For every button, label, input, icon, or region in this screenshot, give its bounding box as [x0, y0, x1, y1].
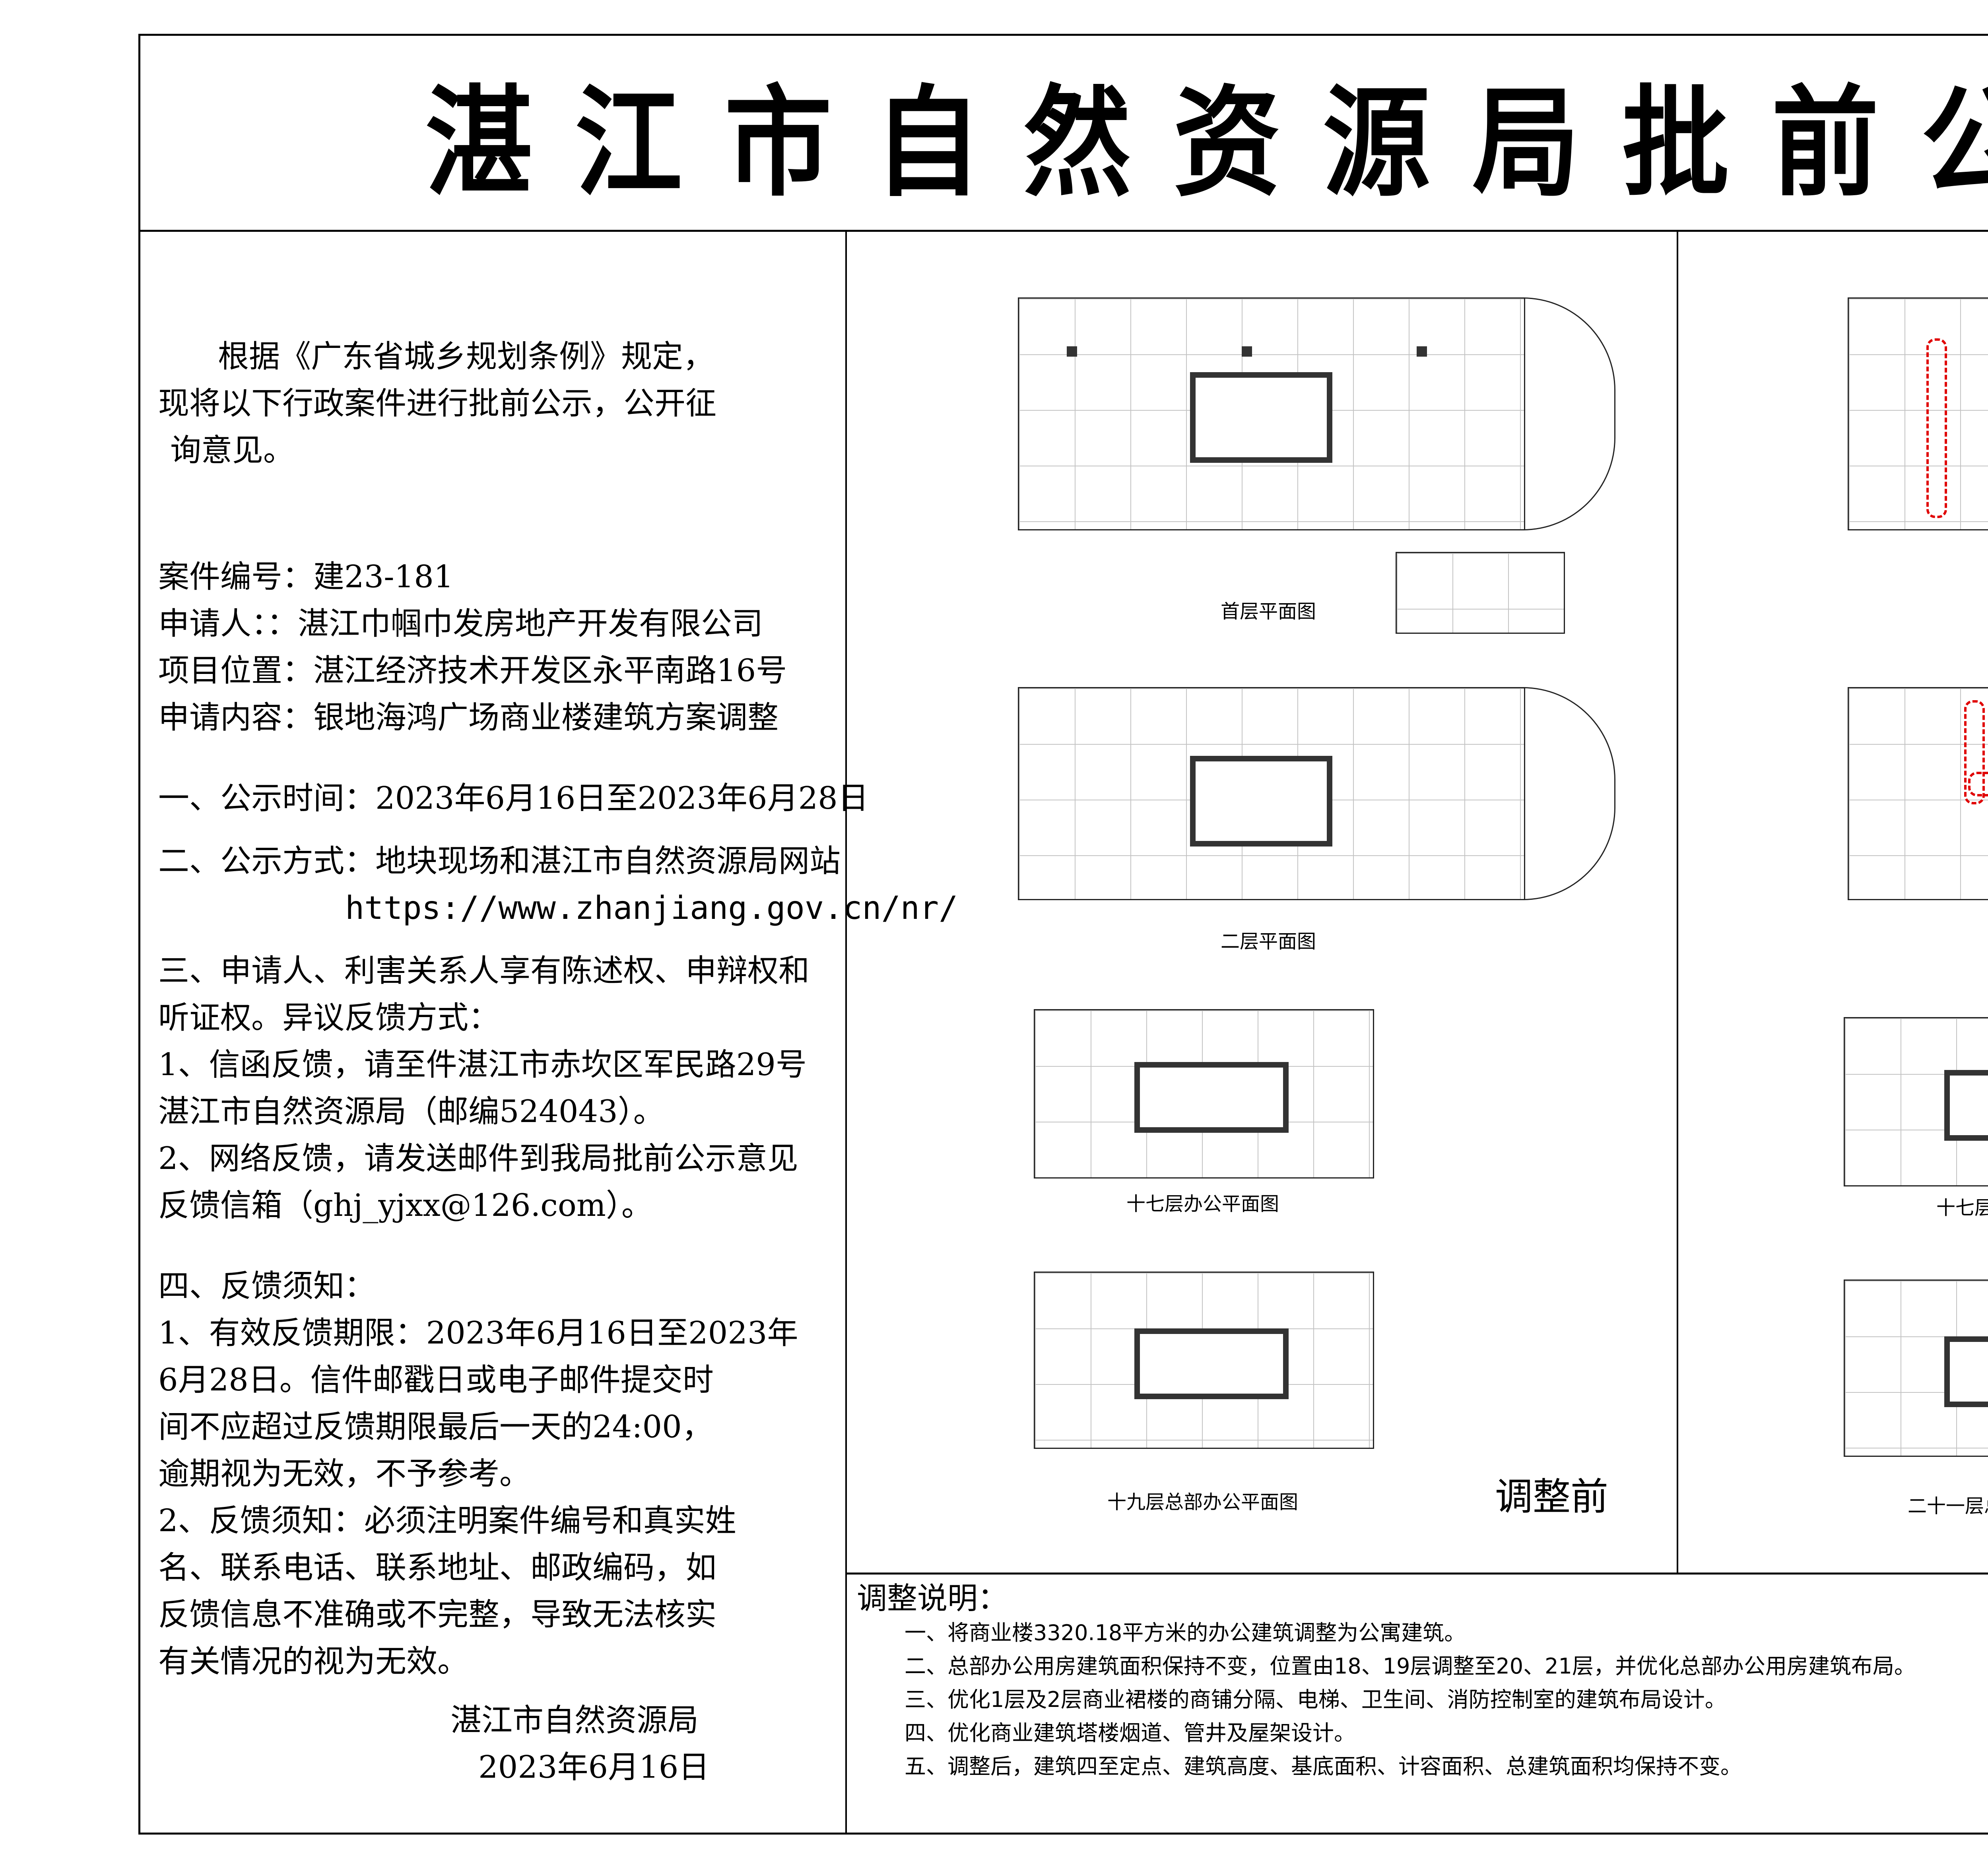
- notice-text-column: 根据《广东省城乡规划条例》规定， 现将以下行政案件进行批前公示，公开征 询意见。…: [140, 230, 958, 1833]
- adjustment-note-item: 五、调整后，建筑四至定点、建筑高度、基底面积、计容面积、总建筑面积均保持不变。: [905, 1754, 1742, 1779]
- floor-plan-17f-apartment: [1844, 1017, 1988, 1186]
- adjustment-note-item: 四、优化商业建筑塔楼烟道、管井及屋架设计。: [905, 1720, 1355, 1745]
- intro-line: 询意见。: [170, 433, 295, 468]
- floor-plan-19f-hq-office: [1034, 1272, 1374, 1449]
- adjustment-notes: 调整说明： 一、将商业楼3320.18平方米的办公建筑调整为公寓建筑。 二、总部…: [847, 1575, 1988, 1833]
- adjustment-note-item: 二、总部办公用房建筑面积保持不变，位置由18、19层调整至20、21层，并优化总…: [905, 1654, 1916, 1679]
- email-feedback-address[interactable]: 反馈信箱（ghj_yjxx@126.com）。: [158, 1188, 652, 1223]
- floor-plan-2f-before: [1018, 687, 1525, 900]
- feedback-period: 6月28日。信件邮戳日或电子邮件提交时: [158, 1362, 714, 1398]
- floor-plan-ground-before: [1018, 297, 1525, 530]
- stage-label-before: 调整前: [1495, 1475, 1609, 1519]
- core-block: [1944, 1070, 1988, 1141]
- feedback-period: 间不应超过反馈期限最后一天的24:00，: [158, 1409, 713, 1445]
- publicity-period: 一、公示时间：2023年6月16日至2023年6月28日: [158, 781, 869, 816]
- plan-label: 首层平面图: [1220, 600, 1316, 623]
- curved-wing: [1523, 687, 1615, 900]
- publicity-method: 二、公示方式：地块现场和湛江市自然资源局网站: [158, 843, 841, 879]
- ramp-plan: [1396, 552, 1565, 634]
- revision-cloud: [1926, 338, 1947, 518]
- rights-statement: 三、申请人、利害关系人享有陈述权、申辩权和: [158, 953, 810, 989]
- feedback-requirements: 2、反馈须知：必须注明案件编号和真实姓: [158, 1503, 736, 1539]
- signature-org: 湛江市自然资源局: [450, 1703, 699, 1738]
- floor-plan-21f-hq-office: [1844, 1279, 1988, 1457]
- email-feedback: 2、网络反馈，请发送邮件到我局批前公示意见: [158, 1141, 798, 1177]
- adjustment-note-item: 一、将商业楼3320.18平方米的办公建筑调整为公寓建筑。: [905, 1620, 1466, 1645]
- core-block: [1944, 1336, 1988, 1407]
- intro-line: 现将以下行政案件进行批前公示，公开征: [158, 386, 717, 421]
- feedback-period: 1、有效反馈期限：2023年6月16日至2023年: [158, 1315, 798, 1351]
- project-location: 项目位置：湛江经济技术开发区永平南路16号: [158, 653, 787, 689]
- title-band: 湛江市自然资源局批前公示: [140, 36, 1988, 232]
- signature-date: 2023年6月16日: [478, 1749, 710, 1785]
- plan-label: 十七层公寓平面图: [1936, 1197, 1988, 1219]
- drawings-comparison: 首层平面图 二层平面图 十七层办公平面图: [847, 230, 1988, 1575]
- adjustment-notes-title: 调整说明：: [857, 1580, 1008, 1616]
- core-block: [1190, 372, 1332, 463]
- floor-plan-2f-after: [1848, 687, 1988, 900]
- floor-plan-17f-office: [1034, 1009, 1374, 1179]
- feedback-notice-title: 四、反馈须知：: [158, 1268, 376, 1304]
- application-content: 申请内容：银地海鸿广场商业楼建筑方案调整: [158, 700, 779, 736]
- mail-feedback: 1、信函反馈，请至件湛江市赤坎区军民路29号: [158, 1047, 807, 1083]
- curved-wing: [1523, 297, 1615, 530]
- plan-label: 十九层总部办公平面图: [1107, 1491, 1299, 1513]
- adjustment-note-item: 三、优化1层及2层商业裙楼的商铺分隔、电梯、卫生间、消防控制室的建筑布局设计。: [905, 1687, 1726, 1712]
- notice-board-frame: 湛江市自然资源局批前公示 根据《广东省城乡规划条例》规定， 现将以下行政案件进行…: [138, 34, 1988, 1835]
- core-block: [1190, 756, 1332, 847]
- mail-feedback: 湛江市自然资源局（邮编524043）。: [158, 1094, 664, 1130]
- plan-label: 二十一层总部办公平面图: [1907, 1495, 1988, 1517]
- core-block: [1134, 1062, 1289, 1133]
- plan-label: 二层平面图: [1220, 930, 1316, 953]
- feedback-requirements: 名、联系电话、联系地址、邮政编码，如: [158, 1550, 717, 1586]
- feedback-requirements: 有关情况的视为无效。: [158, 1644, 469, 1679]
- plan-label: 十七层办公平面图: [1126, 1193, 1279, 1215]
- panel-after-adjustment: 首层平面图 二层平面图 十七层公寓平面图: [1677, 230, 1988, 1573]
- floor-plan-ground-after: [1848, 297, 1988, 530]
- revision-cloud: [1968, 772, 1988, 796]
- page-title: 湛江市自然资源局批前公示: [425, 74, 1988, 213]
- feedback-requirements: 反馈信息不准确或不完整，导致无法核实: [158, 1597, 717, 1633]
- notice-body: 根据《广东省城乡规划条例》规定， 现将以下行政案件进行批前公示，公开征 询意见。…: [158, 333, 958, 1685]
- revision-cloud: [1964, 700, 1985, 804]
- applicant: 申请人：：湛江巾帼巾发房地产开发有限公司: [158, 606, 763, 642]
- intro-line: 根据《广东省城乡规划条例》规定，: [218, 339, 714, 375]
- signature-block: 湛江市自然资源局 2023年6月16日: [450, 1697, 709, 1791]
- feedback-period: 逾期视为无效，不予参考。: [158, 1456, 531, 1492]
- drawings-area: 首层平面图 二层平面图 十七层办公平面图: [847, 230, 1988, 1833]
- case-number: 案件编号：建23-181: [158, 559, 454, 595]
- panel-before-adjustment: 首层平面图 二层平面图 十七层办公平面图: [847, 230, 1678, 1573]
- rights-statement: 听证权。异议反馈方式：: [158, 1000, 500, 1036]
- core-block: [1134, 1328, 1289, 1399]
- website-link[interactable]: https://www.zhanjiang.gov.cn/nr/: [345, 889, 958, 926]
